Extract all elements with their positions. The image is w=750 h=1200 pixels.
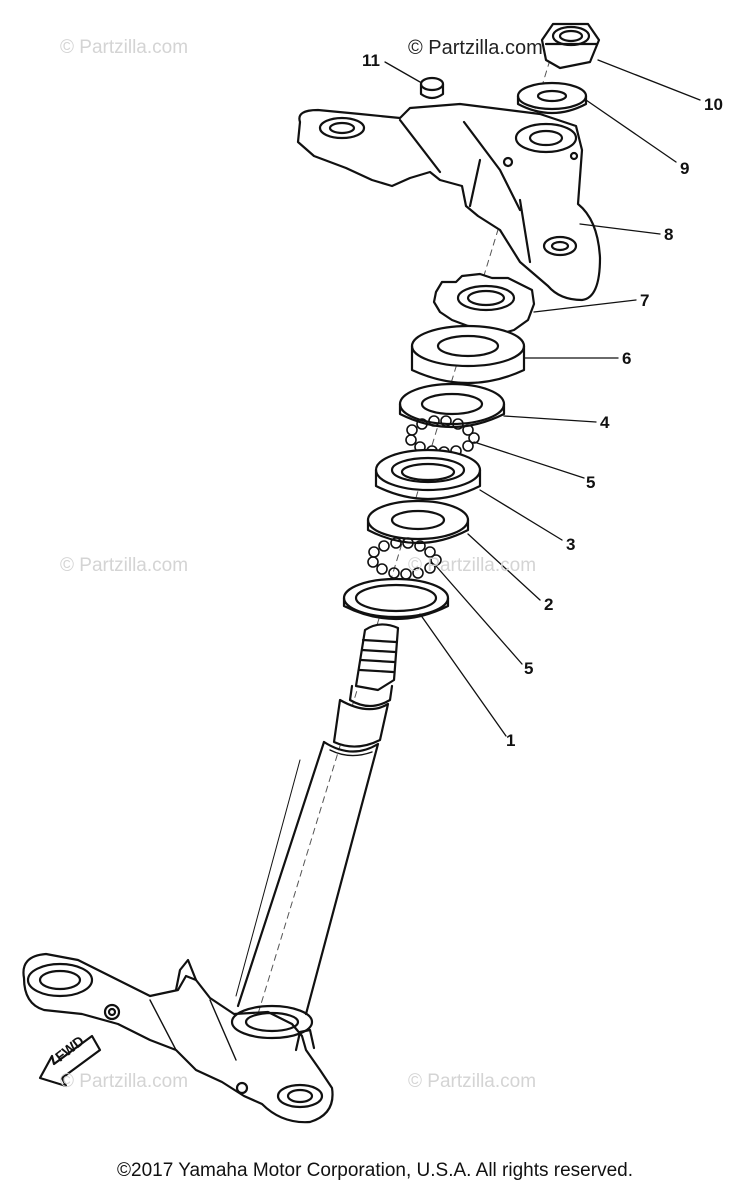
- watermark: © Partzilla.com: [60, 37, 189, 58]
- callout-7: 7: [640, 291, 650, 310]
- callout-11: 11: [362, 51, 380, 70]
- part-6-cover: [410, 324, 526, 384]
- callout-6: 6: [622, 349, 632, 368]
- assembly-axis-line: [249, 49, 554, 1041]
- part-7-ring-nut: [432, 272, 536, 336]
- copyright-notice: ©2017 Yamaha Motor Corporation, U.S.A. A…: [117, 1160, 633, 1181]
- callout-2: 2: [544, 595, 554, 614]
- watermark: © Partzilla.com: [60, 555, 189, 576]
- part-11-cap: [419, 76, 445, 100]
- part-4-upper-race: [398, 382, 506, 428]
- part-3-race: [374, 448, 482, 500]
- callout-3: 3: [566, 535, 576, 554]
- callout-8: 8: [664, 225, 674, 244]
- leader-lines: [384, 59, 701, 737]
- watermark: © Partzilla.com: [408, 37, 543, 59]
- part-1-dust-seal: [342, 577, 450, 620]
- lower-bracket: [22, 952, 334, 1124]
- part-8-upper-bracket: [296, 102, 602, 302]
- callout-1: 1: [506, 731, 516, 750]
- part-2-lower-race: [366, 499, 470, 544]
- watermark: © Partzilla.com: [408, 1071, 537, 1092]
- part-5-upper-balls: [405, 415, 480, 458]
- callout-9: 9: [680, 159, 690, 178]
- watermark: © Partzilla.com: [408, 555, 537, 576]
- steering-stem: [235, 623, 400, 1016]
- callout-5-upper: 5: [586, 473, 596, 492]
- watermark: © Partzilla.com: [60, 1071, 189, 1092]
- callout-5-lower: 5: [524, 659, 534, 678]
- callout-4: 4: [600, 413, 610, 432]
- callout-10: 10: [704, 95, 723, 114]
- fwd-arrow-icon: [38, 1034, 102, 1088]
- part-10-nut: [540, 22, 601, 70]
- part-9-washer: [516, 81, 588, 114]
